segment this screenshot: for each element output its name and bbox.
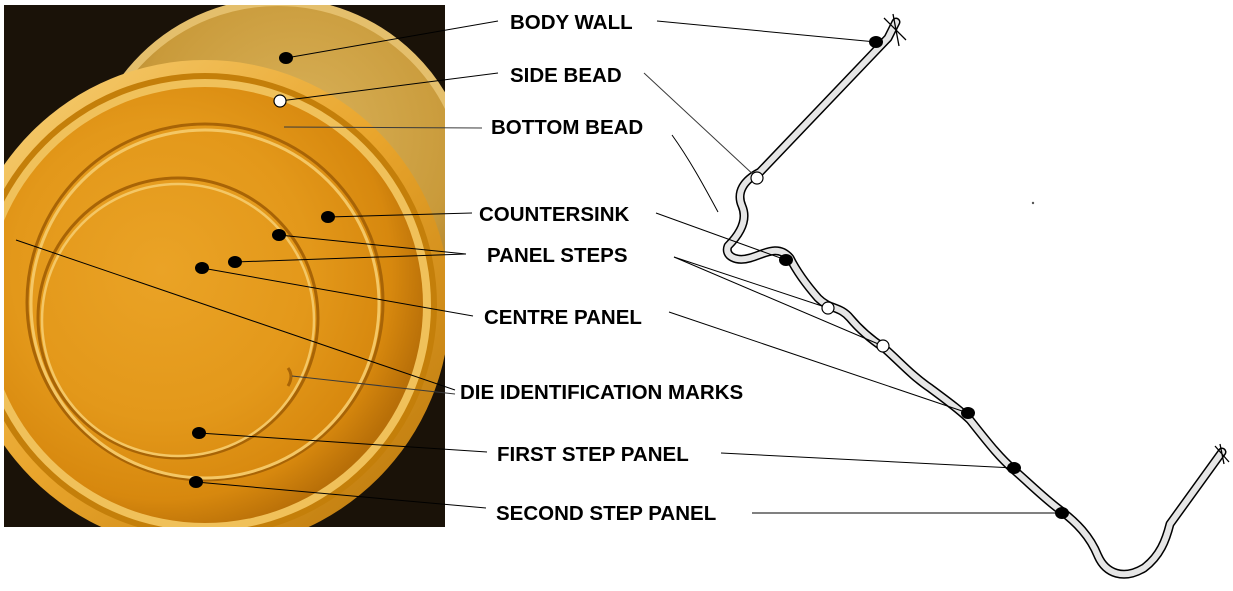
dot-panel-step-1-profile xyxy=(822,302,834,314)
label-body-wall: BODY WALL xyxy=(510,11,633,34)
dot-side-bead-profile xyxy=(751,172,763,184)
dot-centre-panel-profile xyxy=(961,407,975,419)
dot-first-step-photo xyxy=(192,427,206,439)
label-centre-panel: CENTRE PANEL xyxy=(484,306,642,329)
dot-second-step-photo xyxy=(189,476,203,488)
dot-second-step-profile xyxy=(1055,507,1069,519)
dot-panel-step-2-photo xyxy=(228,256,242,268)
speck xyxy=(1032,202,1034,204)
dot-panel-step-1-photo xyxy=(272,229,286,241)
leader-first-step-right xyxy=(721,453,1014,468)
leader-side-bead-right xyxy=(644,73,757,178)
leader-bottom-bead-right xyxy=(672,135,718,212)
label-side-bead: SIDE BEAD xyxy=(510,64,622,87)
can-photo xyxy=(0,2,468,550)
profile-fill xyxy=(727,22,1222,574)
leader-countersink-right xyxy=(656,213,786,260)
dot-body-wall-profile xyxy=(869,36,883,48)
end-panel xyxy=(0,87,423,523)
leader-panel-steps-4 xyxy=(674,257,883,346)
dot-countersink-profile xyxy=(779,254,793,266)
dot-countersink-photo xyxy=(321,211,335,223)
dot-side-bead-photo xyxy=(274,95,286,107)
leader-body-wall-right xyxy=(657,21,876,42)
profile-outline xyxy=(727,22,1222,574)
label-die-identification-marks: DIE IDENTIFICATION MARKS xyxy=(460,381,743,404)
label-first-step-panel: FIRST STEP PANEL xyxy=(497,443,689,466)
label-second-step-panel: SECOND STEP PANEL xyxy=(496,502,716,525)
label-countersink: COUNTERSINK xyxy=(479,203,630,226)
dot-panel-step-2-profile xyxy=(877,340,889,352)
end-profile xyxy=(727,14,1229,574)
dot-first-step-profile xyxy=(1007,462,1021,474)
dot-body-wall-photo xyxy=(279,52,293,64)
label-panel-steps: PANEL STEPS xyxy=(487,244,628,267)
label-bottom-bead: BOTTOM BEAD xyxy=(491,116,643,139)
dot-centre-panel-photo xyxy=(195,262,209,274)
